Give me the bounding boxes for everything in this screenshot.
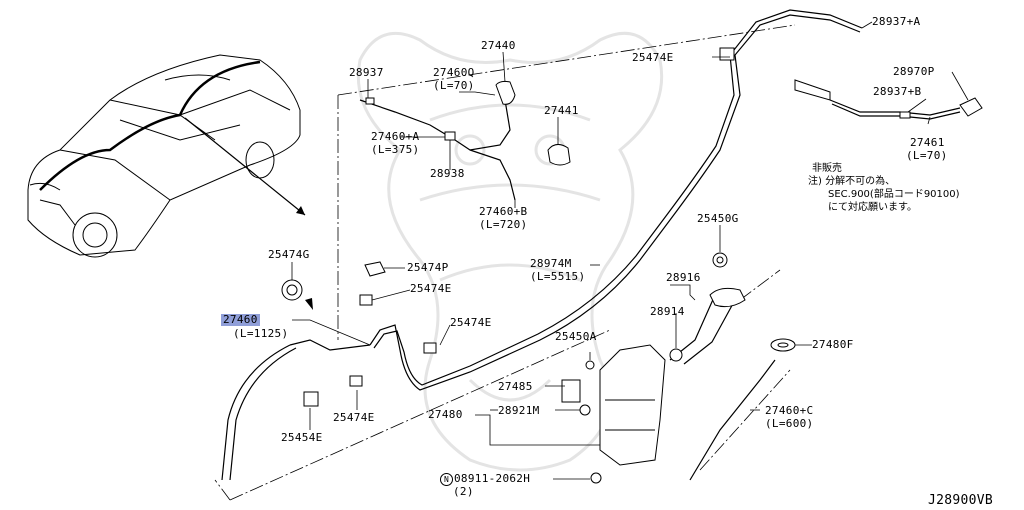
- seal-28914: [669, 348, 683, 362]
- layout-lines: [214, 24, 796, 501]
- clip-25454E: [303, 391, 319, 407]
- part-label-27460C: 27460+C: [765, 404, 814, 417]
- diagram-code: J28900VB: [928, 493, 994, 508]
- part-number-08911: 08911-2062H: [454, 472, 531, 485]
- note-line-4: にて対応願います。: [828, 202, 917, 213]
- part-label-25474E-center: 25474E: [450, 316, 492, 329]
- note-line-1: 非販売: [812, 163, 842, 174]
- part-label-25474P: 25474P: [407, 261, 449, 274]
- note-block: 非販売 注) 分解不可の為、 SEC.900(部品コード90100) にて対応願…: [808, 162, 960, 214]
- clip-25474E-c: [349, 375, 363, 387]
- part-label-27461: 27461: [910, 136, 945, 149]
- part-label-28914: 28914: [650, 305, 685, 318]
- part-label-28921M: 28921M: [498, 404, 540, 417]
- part-label-25474E-top: 25474E: [632, 51, 674, 64]
- clip-25474E-a: [359, 294, 373, 306]
- pump-27485: [561, 379, 581, 403]
- nozzle-27440: [495, 80, 516, 105]
- part-label-28938: 28938: [430, 167, 465, 180]
- part-label-27460C-length: (L=600): [765, 417, 814, 430]
- part-label-25450A: 25450A: [555, 330, 597, 343]
- hose-assy-28970P: [794, 79, 831, 101]
- vehicle-outline: [27, 54, 301, 258]
- part-label-27460Q-length: (L=70): [433, 79, 475, 92]
- part-label-27461-length: (L=70): [906, 149, 948, 162]
- part-label-27485: 27485: [498, 380, 533, 393]
- nozzle-27441: [547, 144, 571, 166]
- part-label-25454E: 25454E: [281, 431, 323, 444]
- clip-25474E-b: [423, 342, 437, 354]
- nut-08911: [590, 472, 602, 484]
- part-label-27440: 27440: [481, 39, 516, 52]
- part-label-28916: 28916: [666, 271, 701, 284]
- part-label-27460A-length: (L=375): [371, 143, 420, 156]
- part-label-27460Q: 27460Q: [433, 66, 475, 79]
- components: [281, 47, 983, 484]
- part-label-27460-length: (L=1125): [233, 327, 289, 340]
- part-label-28974M: 28974M: [530, 257, 572, 270]
- part-label-28937A: 28937+A: [872, 15, 921, 28]
- part-label-27441: 27441: [544, 104, 579, 117]
- part-label-08911-qty: (2): [453, 485, 474, 498]
- hoses: [221, 9, 961, 481]
- clip-25474E-top: [719, 47, 735, 61]
- part-label-27480F: 27480F: [812, 338, 854, 351]
- part-label-25474G: 25474G: [268, 248, 310, 261]
- leader-lines: [291, 21, 969, 480]
- part-label-27460B-length: (L=720): [479, 218, 528, 231]
- part-label-28974M-length: (L=5515): [530, 270, 586, 283]
- part-label-27460-highlighted[interactable]: 27460: [221, 313, 260, 326]
- bolt-25450A: [585, 360, 595, 370]
- clip-25474P: [364, 261, 386, 277]
- part-label-25474E-mid: 25474E: [410, 282, 452, 295]
- part-label-27480: 27480: [428, 408, 463, 421]
- part-label-28970P: 28970P: [893, 65, 935, 78]
- part-label-28937B: 28937+B: [873, 85, 922, 98]
- part-label-25450G: 25450G: [697, 212, 739, 225]
- nut-mark: N: [440, 473, 453, 486]
- vehicle-hose-route: [39, 60, 261, 191]
- note-line-3: SEC.900(部品コード90100): [828, 189, 960, 200]
- vehicle-pointer-arrow: [184, 117, 306, 216]
- grommet-28921M: [579, 404, 591, 416]
- part-label-27460B: 27460+B: [479, 205, 528, 218]
- reservoir-tank-27480: [599, 344, 666, 466]
- note-line-2: 注) 分解不可の為、: [808, 176, 896, 187]
- part-label-28937: 28937: [349, 66, 384, 79]
- part-label-27460A: 27460+A: [371, 130, 420, 143]
- filler-neck-28916: [709, 287, 746, 308]
- part-label-25474E-low: 25474E: [333, 411, 375, 424]
